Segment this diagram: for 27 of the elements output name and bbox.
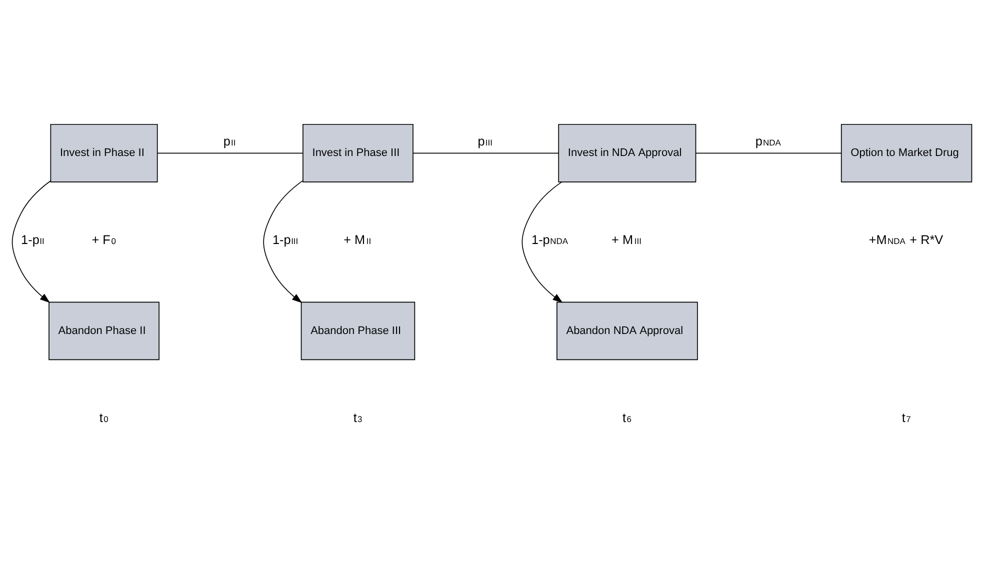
node-box: Invest in Phase III	[302, 124, 414, 182]
label: t7	[902, 410, 911, 425]
label: t0	[99, 410, 108, 425]
connector	[412, 152, 559, 154]
label: + MIII	[612, 233, 642, 248]
node-box: Abandon NDA Approval	[556, 302, 698, 360]
arrow	[12, 180, 51, 303]
edge-label: 1-pNDA	[532, 233, 568, 248]
node-box: Invest in Phase II	[50, 124, 158, 182]
edge-label: pNDA	[755, 134, 781, 149]
label: + MII	[344, 233, 372, 248]
edge-label: 1-pII	[21, 233, 44, 248]
node-box: Abandon Phase II	[48, 302, 160, 360]
edge-label: pII	[223, 134, 236, 149]
label: t6	[622, 410, 632, 425]
label: + F0	[92, 233, 116, 248]
node-box: Invest in NDA Approval	[558, 124, 696, 182]
edge-label: pIII	[478, 134, 492, 149]
connector	[157, 152, 304, 154]
connector	[695, 152, 842, 154]
node-box: Abandon Phase III	[300, 302, 416, 360]
arrow	[522, 182, 563, 303]
label: +MNDA + R*V	[868, 233, 944, 248]
label: t3	[353, 410, 362, 425]
edge-label: 1-pIII	[272, 233, 298, 248]
arrow	[263, 180, 304, 304]
node-box: Option to Market Drug	[840, 124, 972, 182]
